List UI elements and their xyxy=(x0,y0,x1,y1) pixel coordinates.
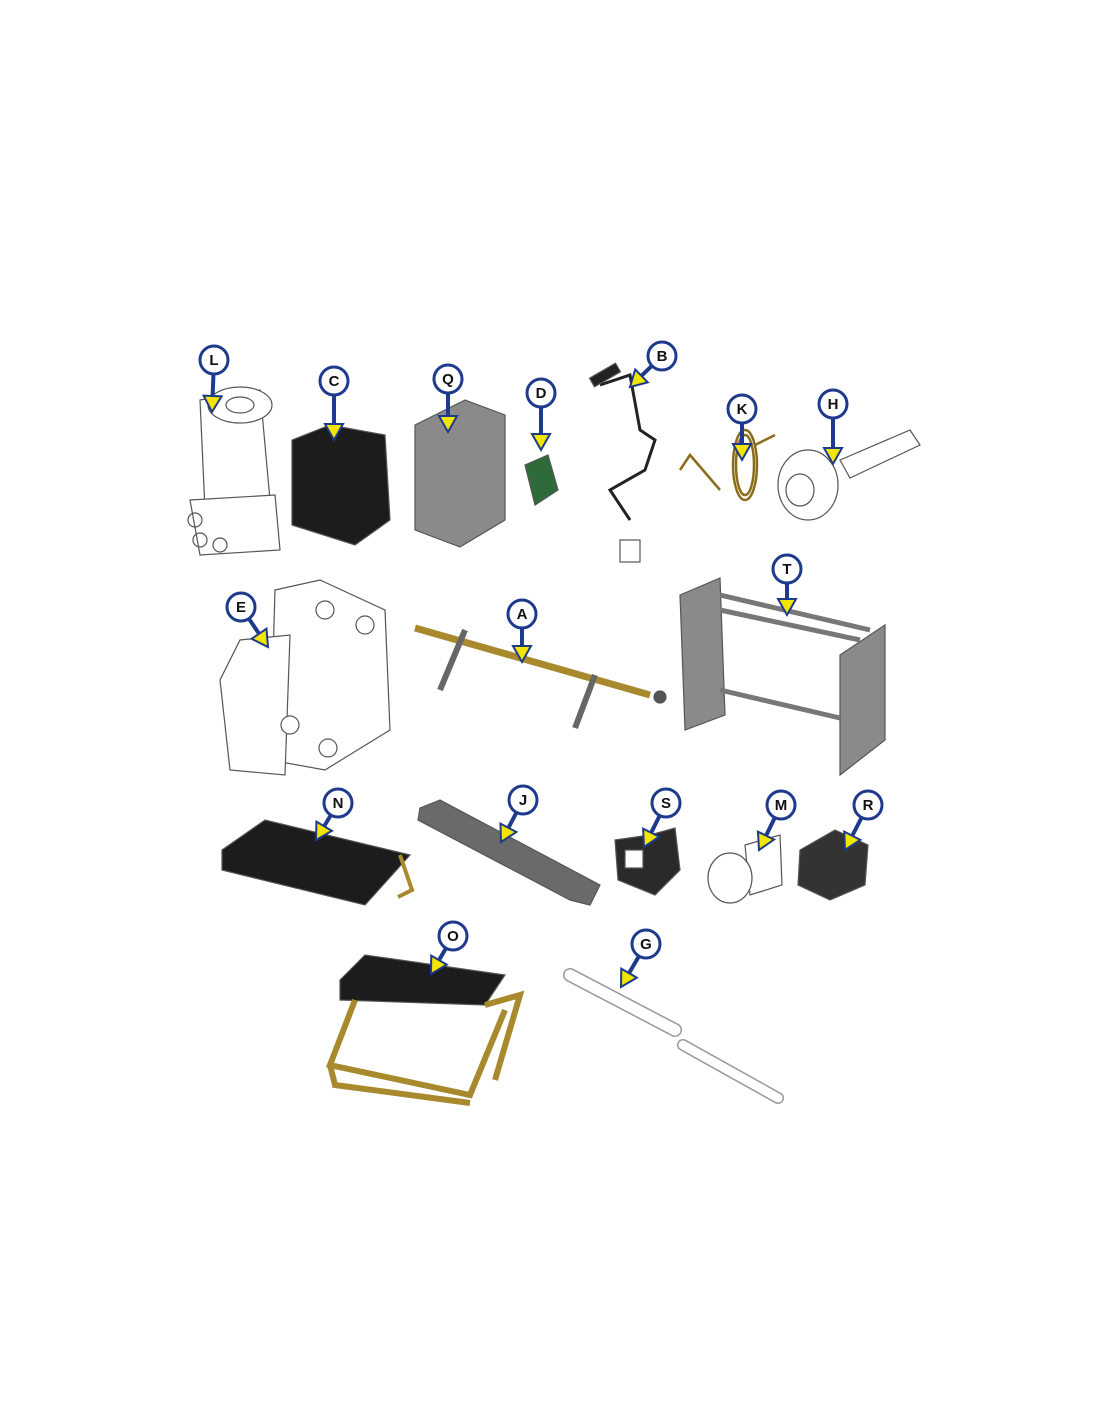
arrow-head-icon xyxy=(822,447,844,467)
part-switch xyxy=(524,454,559,506)
callout-leader xyxy=(247,618,261,635)
callout-c: C xyxy=(318,365,350,443)
arrow-head-icon xyxy=(731,443,753,463)
callout-circle xyxy=(630,928,662,960)
callout-letter: S xyxy=(661,795,671,812)
part-bushing xyxy=(707,834,783,904)
callout-circle xyxy=(198,344,230,376)
arrow-head-icon xyxy=(619,966,639,989)
callout-letter: D xyxy=(536,385,547,402)
callout-q: Q xyxy=(432,363,464,435)
callout-circle xyxy=(852,789,884,821)
callout-leader xyxy=(764,817,777,837)
callout-leader xyxy=(437,947,448,962)
callout-letter: H xyxy=(828,396,839,413)
arrow-head-icon xyxy=(511,645,533,665)
callout-circle xyxy=(322,787,354,819)
part-knob-shaft xyxy=(777,429,921,521)
arrow-head-icon xyxy=(628,367,650,389)
arrow-head-icon xyxy=(776,598,798,618)
callout-letter: G xyxy=(640,936,652,953)
part-frame xyxy=(679,577,886,777)
part-gearbox-plate xyxy=(219,579,391,776)
arrow-head-icon xyxy=(642,827,662,849)
callout-circle xyxy=(225,591,257,623)
callout-leader xyxy=(640,365,653,378)
part-control-box xyxy=(291,424,391,546)
callout-circle xyxy=(726,393,758,425)
callout-h: H xyxy=(817,388,849,467)
callout-d: D xyxy=(525,377,557,453)
part-step xyxy=(221,819,412,906)
arrow-head-icon xyxy=(314,819,334,842)
callout-letter: N xyxy=(333,795,344,812)
callout-letter: K xyxy=(737,401,748,418)
callout-circle xyxy=(318,365,350,397)
part-spring xyxy=(678,428,776,502)
callout-t: T xyxy=(771,553,803,618)
callout-r: R xyxy=(843,789,884,852)
callout-circle xyxy=(765,789,797,821)
callout-circle xyxy=(507,784,539,816)
callout-circle xyxy=(817,388,849,420)
part-pins xyxy=(563,968,784,1104)
callout-circle xyxy=(437,920,469,952)
callout-circle xyxy=(650,787,682,819)
callout-circle xyxy=(506,598,538,630)
callout-leader xyxy=(506,812,518,829)
callout-letter: T xyxy=(782,561,791,578)
arrow-head-icon xyxy=(249,626,270,649)
callout-letter: L xyxy=(209,352,218,369)
callout-k: K xyxy=(726,393,758,463)
callout-leader xyxy=(627,955,641,975)
callout-leader xyxy=(322,814,333,828)
callout-g: G xyxy=(619,928,662,989)
callout-letter: A xyxy=(517,606,528,623)
callout-letter: B xyxy=(657,348,668,365)
arrow-head-icon xyxy=(323,423,345,443)
part-shaft xyxy=(414,624,667,730)
callout-letter: J xyxy=(519,792,527,809)
callout-s: S xyxy=(642,787,682,849)
callout-circle xyxy=(771,553,803,585)
part-step-assembly xyxy=(325,954,525,1106)
part-cover-box xyxy=(414,399,506,548)
callout-letter: M xyxy=(775,797,788,814)
callout-n: N xyxy=(314,787,354,842)
callout-letter: C xyxy=(329,373,340,390)
arrow-head-icon xyxy=(499,821,519,844)
arrow-head-icon xyxy=(201,394,224,415)
callout-circle xyxy=(646,340,678,372)
arrow-head-icon xyxy=(530,433,552,453)
callout-j: J xyxy=(499,784,539,844)
arrow-head-icon xyxy=(843,829,863,852)
callout-letter: O xyxy=(447,928,459,945)
arrow-head-icon xyxy=(756,830,777,852)
callout-leader xyxy=(649,815,662,834)
part-wire-harness xyxy=(599,373,657,521)
callout-letter: Q xyxy=(442,371,454,388)
callout-l: L xyxy=(198,344,230,415)
callout-a: A xyxy=(506,598,538,665)
callout-leader xyxy=(210,374,216,397)
callout-e: E xyxy=(225,591,270,649)
callout-o: O xyxy=(429,920,469,976)
callout-circle xyxy=(525,377,557,409)
callout-letter: R xyxy=(863,797,874,814)
arrow-head-icon xyxy=(429,953,449,976)
callout-leader xyxy=(850,817,863,837)
arrow-head-icon xyxy=(437,415,459,435)
part-motor xyxy=(187,386,281,556)
callout-circle xyxy=(432,363,464,395)
callout-m: M xyxy=(756,789,797,852)
part-link-bar xyxy=(417,799,601,906)
callout-letter: E xyxy=(236,599,246,616)
callout-b: B xyxy=(628,340,678,389)
